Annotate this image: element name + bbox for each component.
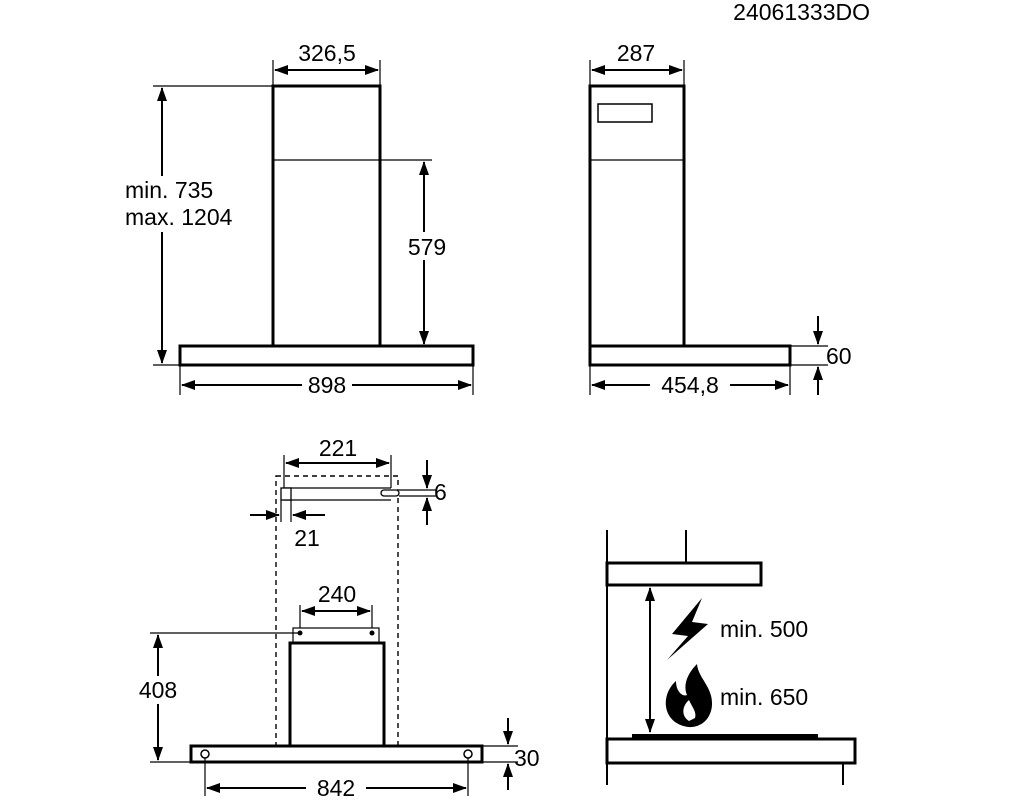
flame-icon	[665, 664, 713, 728]
dim-holes-spacing-label: 240	[318, 581, 356, 607]
canopy-hole-left	[200, 749, 210, 759]
hob-surface	[632, 734, 818, 739]
cooktop	[605, 737, 857, 765]
dim-depth-bottom-label: 454,8	[661, 372, 719, 398]
canopy-side	[588, 344, 792, 367]
dim-bracket-width-label: 221	[319, 435, 357, 461]
canopy-front	[178, 344, 475, 367]
document-code: 24061333DO	[733, 0, 870, 25]
dim-hole-distance-label: 842	[317, 775, 355, 800]
dim-slot-label: 6	[434, 479, 447, 505]
dim-lower-chimney-label: 579	[408, 234, 446, 260]
gas-clearance-label: min. 650	[720, 684, 808, 710]
dim-thickness-label: 30	[514, 745, 540, 771]
canopy-bottom	[189, 744, 484, 764]
dim-depth-top-label: 287	[617, 40, 655, 66]
chimney-front	[271, 84, 382, 348]
vent-slot	[597, 103, 653, 123]
dim-offset-label: 21	[294, 525, 320, 551]
inner-chimney	[288, 641, 386, 748]
dim-canopy-label: 60	[826, 343, 852, 369]
lightning-icon	[667, 598, 708, 660]
dim-height-min-label: min. 735	[125, 177, 213, 203]
front-view: 326,5 min. 735 max. 1204 579 898	[120, 40, 475, 398]
bracket-slot-left	[280, 487, 292, 501]
clearance-view: min. 500 min. 650	[605, 530, 857, 785]
dim-height-max-label: max. 1204	[125, 204, 233, 230]
electric-clearance-label: min. 500	[720, 616, 808, 642]
dim-width-bottom-label: 898	[308, 372, 346, 398]
hole-right	[369, 630, 375, 636]
mounting-view: 221 6 21 240 408	[128, 435, 540, 800]
wall-plate	[292, 627, 380, 644]
side-view: 287 454,8 60	[588, 40, 852, 398]
bracket-slot-right	[380, 489, 400, 497]
dim-mount-height-label: 408	[139, 677, 177, 703]
canopy-hole-right	[463, 749, 473, 759]
chimney-side	[588, 84, 686, 348]
dim-width-top-label: 326,5	[298, 40, 356, 66]
hood-canopy	[605, 561, 763, 587]
